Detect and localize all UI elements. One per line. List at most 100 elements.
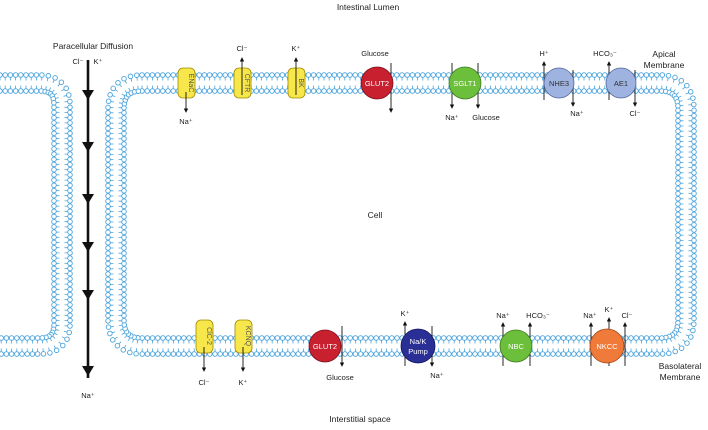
lipid-head — [149, 351, 156, 357]
lipid-head — [135, 88, 142, 94]
lipid-head — [596, 88, 603, 94]
lipid-head — [51, 166, 57, 173]
lipid-head — [482, 88, 488, 94]
lipid-head — [67, 109, 73, 116]
lipid-head — [121, 115, 127, 121]
lipid-head — [691, 128, 697, 134]
lipid-head — [121, 167, 127, 173]
lipid-head — [105, 224, 111, 230]
lipid-head — [175, 335, 182, 341]
cftr-channel: CFTR Cl⁻ — [233, 44, 252, 99]
lipid-head — [121, 276, 127, 282]
lipid-head — [105, 136, 111, 142]
lipid-head — [691, 263, 697, 270]
lipid-head — [264, 351, 270, 357]
lipid-head — [23, 72, 29, 78]
ae1-body — [605, 67, 637, 99]
lipid-head — [691, 237, 697, 244]
lipid-head — [19, 335, 25, 341]
lipid-head — [7, 72, 14, 78]
lipid-head — [149, 335, 156, 341]
lipid-head — [51, 255, 57, 261]
lipid-head — [39, 335, 46, 341]
lipid-head — [149, 72, 156, 78]
lipid-head — [60, 342, 66, 349]
lipid-head — [133, 350, 139, 357]
lipid-head — [121, 172, 127, 178]
lipid-head — [675, 144, 681, 150]
nhe3-body — [543, 67, 575, 99]
lipid-head — [40, 351, 47, 357]
lipid-head — [105, 203, 111, 210]
lipid-head — [12, 88, 19, 94]
lipid-head — [368, 335, 374, 341]
lipid-head — [206, 88, 213, 94]
lipid-head — [51, 114, 57, 121]
lipid-head — [503, 88, 509, 94]
lipid-head — [279, 72, 286, 78]
lipid-head — [691, 211, 697, 218]
lipid-head — [196, 72, 202, 78]
lipid-head — [352, 335, 359, 341]
lipid-head — [440, 88, 447, 94]
bk-name: BK — [297, 78, 304, 88]
clc2-body — [195, 319, 214, 354]
lipid-head — [581, 335, 587, 341]
lipid-head — [51, 276, 57, 282]
lipid-head — [67, 323, 73, 329]
lipid-head — [675, 170, 681, 176]
lipid-head — [451, 335, 457, 341]
basolateral-label-line1: Basolateral — [659, 361, 702, 371]
lipid-head — [675, 315, 681, 322]
lipid-head — [435, 335, 442, 341]
lipid-head — [274, 72, 280, 78]
lipid-head — [67, 229, 73, 235]
lipid-head — [121, 219, 127, 225]
lipid-head — [51, 312, 57, 319]
lipid-head — [258, 88, 265, 94]
lipid-head — [691, 180, 697, 186]
lipid-head — [51, 187, 57, 194]
lipid-head — [690, 95, 696, 101]
lipid-head — [139, 351, 145, 357]
glut2-basolateral-body — [308, 329, 342, 363]
lipid-head — [565, 335, 572, 341]
lipid-head — [121, 312, 127, 319]
lipid-head — [691, 258, 697, 264]
lipid-head — [105, 229, 111, 236]
lipid-head — [691, 144, 697, 150]
lipid-head — [227, 88, 234, 94]
lipid-head — [51, 192, 57, 199]
lipid-head — [51, 265, 57, 272]
para-arrow-heads — [82, 90, 94, 376]
lipid-head — [378, 335, 385, 341]
lipid-head — [550, 335, 556, 341]
lipid-head — [51, 234, 57, 241]
lipid-head — [675, 175, 681, 181]
lipid-head — [394, 88, 400, 94]
apical-label-line1: Apical — [652, 49, 675, 59]
lipid-head — [160, 88, 166, 94]
nbc-ion-hco3: HCO₃⁻ — [526, 311, 550, 320]
lipid-head — [513, 88, 520, 94]
lipid-head — [691, 185, 697, 192]
lipid-head — [67, 291, 73, 298]
lipid-head — [565, 351, 572, 357]
lipid-head — [691, 201, 697, 207]
nkcc-ion-cl: Cl⁻ — [621, 311, 632, 320]
lipid-head — [233, 351, 239, 357]
lipid-head — [105, 188, 111, 194]
lipid-head — [51, 161, 57, 168]
lipid-head — [29, 351, 36, 357]
para-na-label: Na⁺ — [81, 391, 95, 400]
lipid-head — [51, 286, 57, 293]
lipid-head — [675, 103, 681, 109]
lipid-head — [196, 88, 202, 94]
lipid-head — [643, 335, 650, 341]
lipid-head — [691, 310, 697, 316]
lipid-head — [14, 335, 20, 341]
lipid-head — [105, 286, 111, 293]
lipid-head — [581, 72, 587, 78]
lipid-head — [675, 138, 681, 145]
lipid-head — [576, 335, 582, 341]
